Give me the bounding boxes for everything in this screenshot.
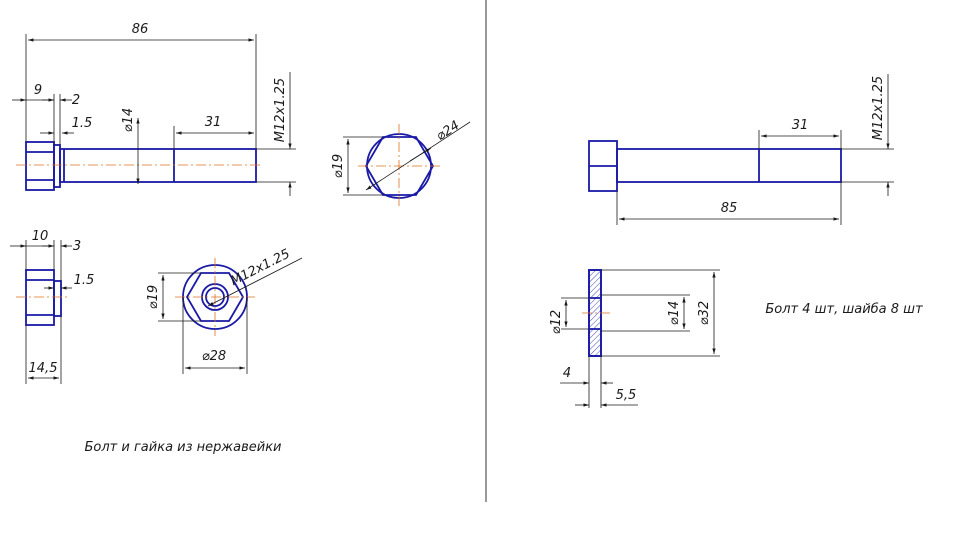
dim-washer-outer-dia: ⌀32	[697, 301, 712, 325]
dim-collar: 2	[72, 93, 80, 108]
dim-head-height: 9	[34, 83, 42, 98]
dim-washer-thickness-b: 5,5	[616, 388, 637, 403]
dim-washer-inner-dia: ⌀12	[549, 310, 564, 334]
dim-right-thread: M12x1.25	[871, 76, 886, 140]
dim-shank-dia: ⌀14	[121, 108, 136, 132]
dim-bolt-across-flats: ⌀19	[331, 154, 346, 178]
dim-bolt-across-corners: ⌀24	[434, 118, 463, 144]
dim-right-bolt-length: 85	[721, 201, 738, 216]
bolt-side-view: 86 9 2 1.5 ⌀14 31 M12x1.25	[12, 22, 296, 196]
dim-nut-across-flats: ⌀19	[146, 285, 161, 309]
dim-thread-length: 31	[205, 115, 222, 130]
dim-nut-collar-width: 1.5	[74, 273, 95, 288]
dim-nut-total: 14,5	[29, 361, 58, 376]
dim-bolt-length: 86	[132, 22, 149, 37]
dim-thread: M12x1.25	[273, 78, 288, 142]
dim-right-thread-length: 31	[792, 118, 809, 133]
bolt-end-view: ⌀19 ⌀24	[331, 118, 471, 208]
nut-side-view: 10 3 1.5 14,5	[10, 229, 94, 384]
dim-washer-thickness-a: 4	[563, 366, 571, 381]
left-caption: Болт и гайка из нержавейки	[85, 440, 282, 455]
right-bolt-view: 31 M12x1.25 85	[588, 74, 894, 225]
dim-nut-flange-dia: ⌀28	[202, 349, 226, 364]
washer-section-view: ⌀12 ⌀14 ⌀32 4 5,5	[549, 269, 720, 408]
nut-front-view: M12x1.25 ⌀19 ⌀28	[146, 247, 303, 374]
dim-nut-collar: 3	[73, 239, 81, 254]
dim-nut-width: 10	[32, 229, 49, 244]
dim-washer-mid-dia: ⌀14	[667, 301, 682, 325]
right-caption: Болт 4 шт, шайба 8 шт	[765, 302, 923, 317]
dim-collar-width: 1.5	[72, 116, 93, 131]
